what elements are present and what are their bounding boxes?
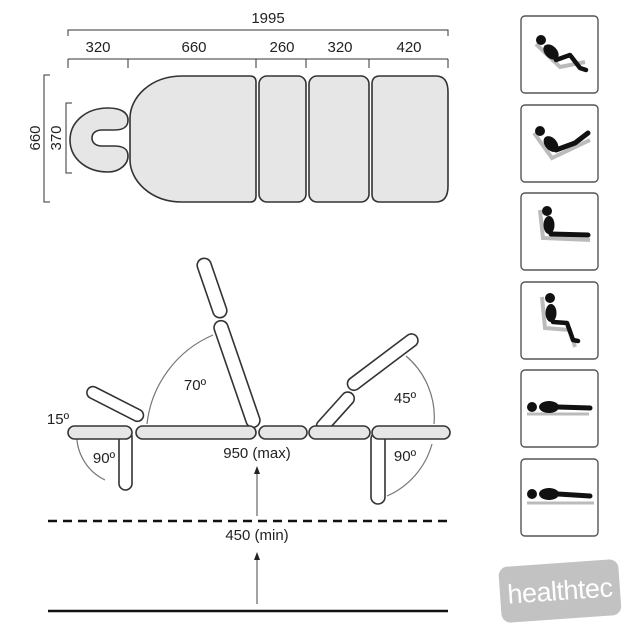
position-icons [520,15,599,537]
leg-section-flat [371,425,451,440]
leg-down-angle-arc [386,443,433,497]
segment-length-3: 260 [269,39,294,56]
back-section [129,75,257,203]
leg-up-angle-arc [405,355,435,425]
back-rest-angle-arc [146,334,214,425]
back-rest-angle-label: 70º [184,377,207,394]
position-icon-reclined-legs-raised [520,104,599,183]
head-section-flat [67,425,133,440]
position-icon-flat-lying [520,369,599,448]
position-icon-reclined-knees-bent [520,15,599,94]
back-section-flat [135,425,257,440]
seat-section-flat [258,425,308,440]
position-icon-sitting-chair [520,281,599,360]
head-width-label: 370 [48,125,65,150]
segment-length-1: 320 [85,39,110,56]
back-rest-lower [213,319,261,429]
segment-length-5: 420 [396,39,421,56]
top-view-dimensions: 1995 320 660 260 320 420 660 370 [27,10,449,203]
min-height-label: 450 (min) [225,527,288,544]
logo-text: healthtec [506,572,613,609]
top-view-table [69,75,449,203]
total-length-label: 1995 [251,10,284,27]
leg-section-lowered [370,431,386,505]
thigh-section-flat [308,425,371,440]
segment-length-4: 320 [327,39,352,56]
healthtec-logo: healthtec [498,559,622,623]
face-cushion [69,107,129,173]
head-up-angle-label: 15º [47,411,70,428]
side-view: 15º 90º 70º 45º 90º 950 (max) 450 (min) [47,257,451,613]
thigh-section [308,75,370,203]
position-icon-sitting-legs-straight [520,192,599,271]
seat-section [258,75,307,203]
total-width-label: 660 [27,125,44,150]
leg-section [371,75,449,203]
leg-section-raised [346,333,419,392]
back-rest-upper [196,257,228,319]
segment-length-2: 660 [181,39,206,56]
max-height-label: 950 (max) [223,445,291,462]
head-section-raised [86,385,145,423]
position-icon-flat-lying-low [520,458,599,537]
leg-down-angle-label: 90º [394,448,417,465]
leg-up-angle-label: 45º [394,390,417,407]
head-down-angle-label: 90º [93,450,116,467]
